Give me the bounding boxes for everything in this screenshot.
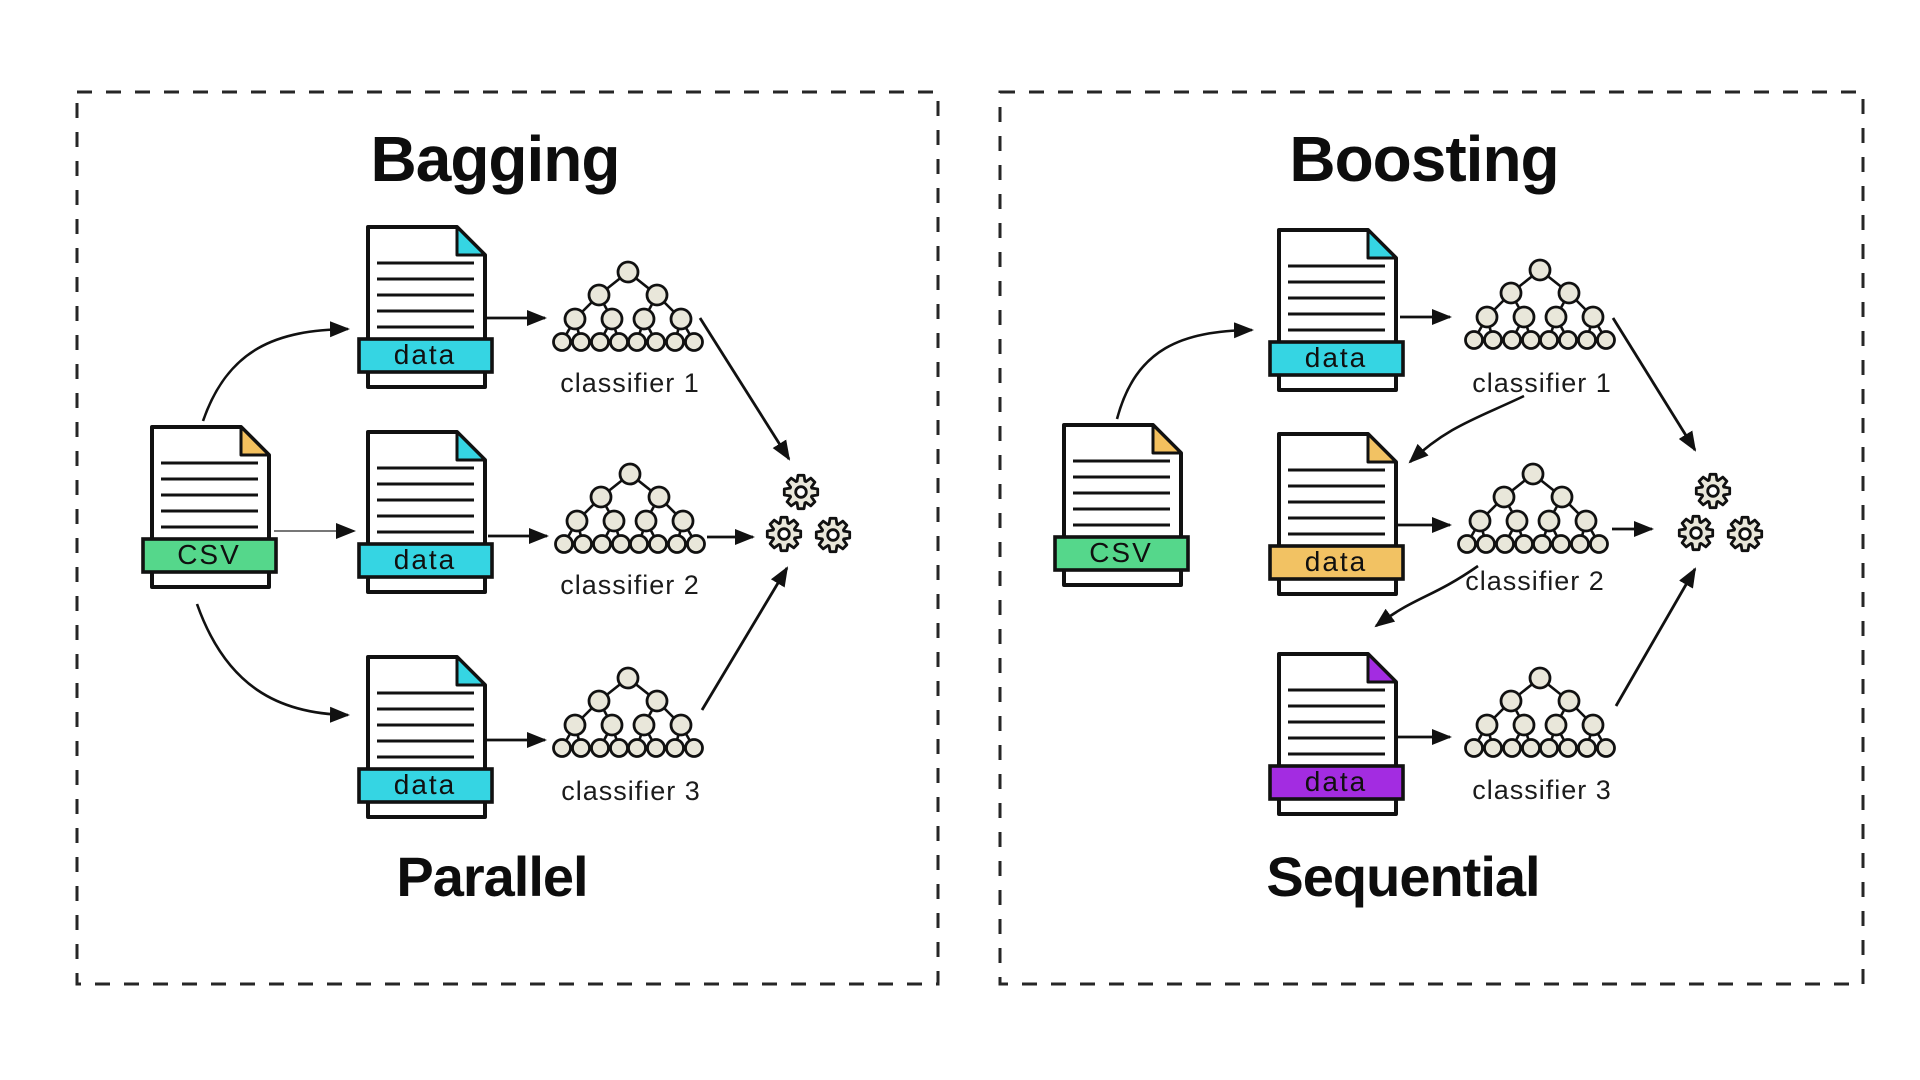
csv-fold-corner-icon bbox=[239, 425, 271, 457]
bagging-title: Bagging bbox=[371, 123, 620, 195]
data-document-3: data bbox=[357, 655, 494, 819]
tree-classifier-2-icon bbox=[554, 462, 706, 554]
arrow-classifier3-to-gears bbox=[1614, 567, 1697, 707]
csv-document: CSV bbox=[141, 425, 278, 589]
data-document-2: data bbox=[357, 430, 494, 594]
data-label: data bbox=[1305, 342, 1368, 373]
data-banner bbox=[1268, 544, 1405, 581]
document-text-lines bbox=[377, 691, 474, 759]
arrow-classifier1-to-gears bbox=[1611, 317, 1697, 452]
gears-icon bbox=[1679, 474, 1761, 550]
data-banner bbox=[357, 542, 494, 579]
data-document-3: data bbox=[1268, 652, 1405, 816]
data-label: data bbox=[394, 769, 457, 800]
arrow-csv-to-data-3 bbox=[195, 603, 350, 723]
boosting-subtitle: Sequential bbox=[1266, 845, 1539, 908]
panel-bagging: Bagging CSV data data bbox=[75, 90, 940, 986]
boosting-title: Boosting bbox=[1289, 123, 1558, 195]
data-document-1: data bbox=[357, 225, 494, 389]
csv-fold-corner-icon bbox=[1151, 423, 1183, 455]
bagging-subtitle: Parallel bbox=[396, 845, 587, 908]
tree-classifier-1-icon bbox=[1464, 258, 1616, 350]
data-fold-corner-icon bbox=[455, 225, 487, 257]
arrow-classifier1-to-gears bbox=[698, 317, 791, 461]
tree-classifier-1-icon bbox=[552, 260, 704, 352]
panel-boosting: Boosting CSV data data bbox=[998, 90, 1865, 986]
document-text-lines bbox=[1288, 468, 1385, 536]
arrow-csv-to-data-1 bbox=[1115, 322, 1254, 420]
document-text-lines bbox=[377, 466, 474, 534]
csv-banner bbox=[1053, 535, 1190, 572]
data-label: data bbox=[394, 544, 457, 575]
boosting-panel-border bbox=[998, 90, 1865, 986]
data-banner bbox=[357, 767, 494, 804]
csv-label: CSV bbox=[177, 539, 241, 570]
data-fold-corner-icon bbox=[1366, 652, 1398, 684]
tree-classifier-2-icon bbox=[1457, 462, 1609, 554]
classifier-3-label: classifier 3 bbox=[1472, 775, 1612, 805]
data-label: data bbox=[1305, 546, 1368, 577]
gears-icon bbox=[767, 475, 849, 551]
classifier-2-label: classifier 2 bbox=[560, 570, 700, 600]
document-text-lines bbox=[1288, 688, 1385, 756]
classifier-1-label: classifier 1 bbox=[560, 368, 700, 398]
document-text-lines bbox=[377, 261, 474, 329]
document-text-lines bbox=[1288, 264, 1385, 332]
classifier-2-label: classifier 2 bbox=[1465, 566, 1605, 596]
data-banner bbox=[357, 337, 494, 374]
arrow-classifier1-to-data-2 bbox=[1408, 394, 1525, 464]
csv-banner bbox=[141, 537, 278, 574]
data-banner bbox=[1268, 340, 1405, 377]
arrow-csv-to-data-1 bbox=[201, 321, 350, 422]
data-fold-corner-icon bbox=[1366, 228, 1398, 260]
data-banner bbox=[1268, 764, 1405, 801]
classifier-1-label: classifier 1 bbox=[1472, 368, 1612, 398]
data-document-1: data bbox=[1268, 228, 1405, 392]
data-fold-corner-icon bbox=[455, 430, 487, 462]
data-label: data bbox=[1305, 766, 1368, 797]
classifier-3-label: classifier 3 bbox=[561, 776, 701, 806]
document-text-lines bbox=[161, 461, 258, 529]
tree-classifier-3-icon bbox=[552, 666, 704, 758]
arrow-classifier3-to-gears bbox=[700, 566, 789, 711]
csv-label: CSV bbox=[1089, 537, 1153, 568]
data-fold-corner-icon bbox=[1366, 432, 1398, 464]
csv-document: CSV bbox=[1053, 423, 1190, 587]
data-fold-corner-icon bbox=[455, 655, 487, 687]
data-document-2: data bbox=[1268, 432, 1405, 596]
arrow-classifier2-to-data-3 bbox=[1374, 564, 1479, 628]
data-label: data bbox=[394, 339, 457, 370]
bagging-panel-border bbox=[75, 90, 940, 986]
tree-classifier-3-icon bbox=[1464, 666, 1616, 758]
document-text-lines bbox=[1073, 459, 1170, 527]
